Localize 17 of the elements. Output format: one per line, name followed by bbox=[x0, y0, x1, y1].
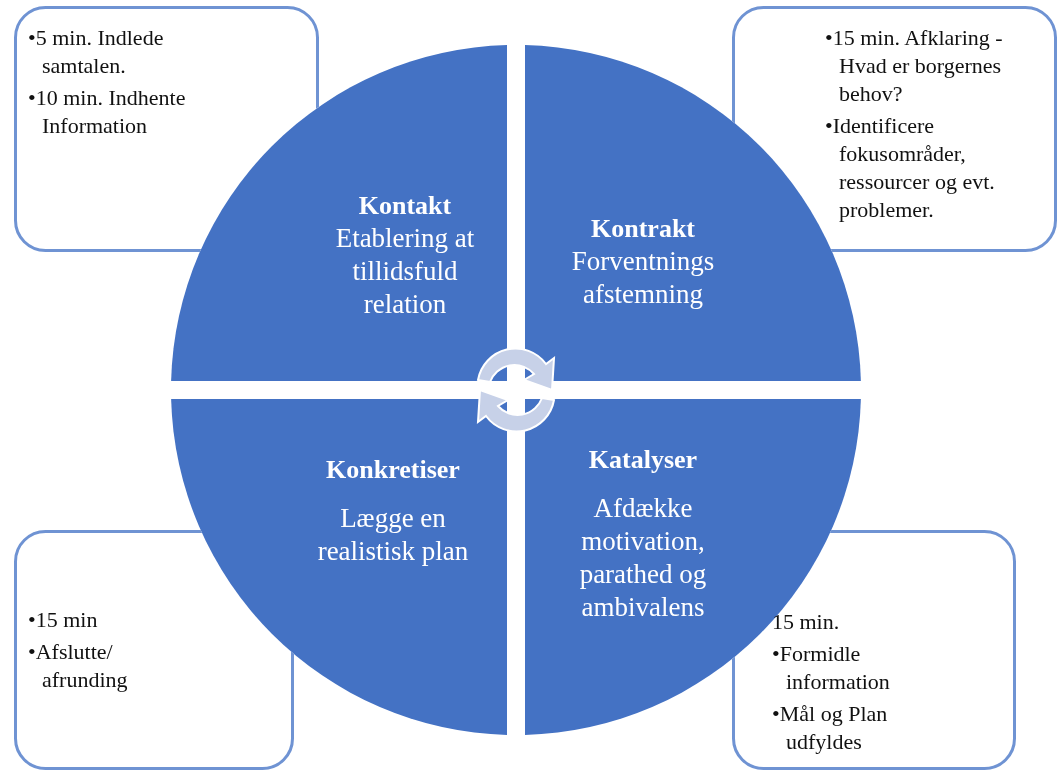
phase-description: Forventnings afstemning bbox=[570, 245, 716, 311]
bullet-text: •15 min bbox=[28, 606, 99, 634]
phase-title: Kontrakt bbox=[591, 213, 695, 245]
bullet-text: •15 min. Afklaring - Hvad er borgernes behov? bbox=[825, 24, 1004, 108]
phase-description: Etablering at tillidsfuld relation bbox=[334, 222, 476, 321]
bullet-text: •Formidle information bbox=[772, 640, 891, 696]
bullet-text: •Mål og Plan udfyldes bbox=[772, 700, 889, 756]
bullet-text: •10 min. Indhente Information bbox=[28, 84, 187, 140]
phase-description: Afdække motivation, parathed og ambivalens bbox=[578, 492, 708, 624]
phase-description: Lægge en realistisk plan bbox=[316, 502, 470, 568]
bullet-text: •Afslutte/ afrunding bbox=[28, 638, 129, 694]
phase-title: Kontakt bbox=[358, 190, 452, 222]
bullet-text: •Identificere fokusområder, ressourcer og evt. problemer. bbox=[825, 112, 996, 224]
bullet-text: 15 min. bbox=[772, 608, 841, 636]
phase-title: Konkretiser bbox=[326, 454, 460, 486]
bullet-text: •5 min. Indlede samtalen. bbox=[28, 24, 165, 80]
phase-title: Katalyser bbox=[588, 444, 698, 476]
